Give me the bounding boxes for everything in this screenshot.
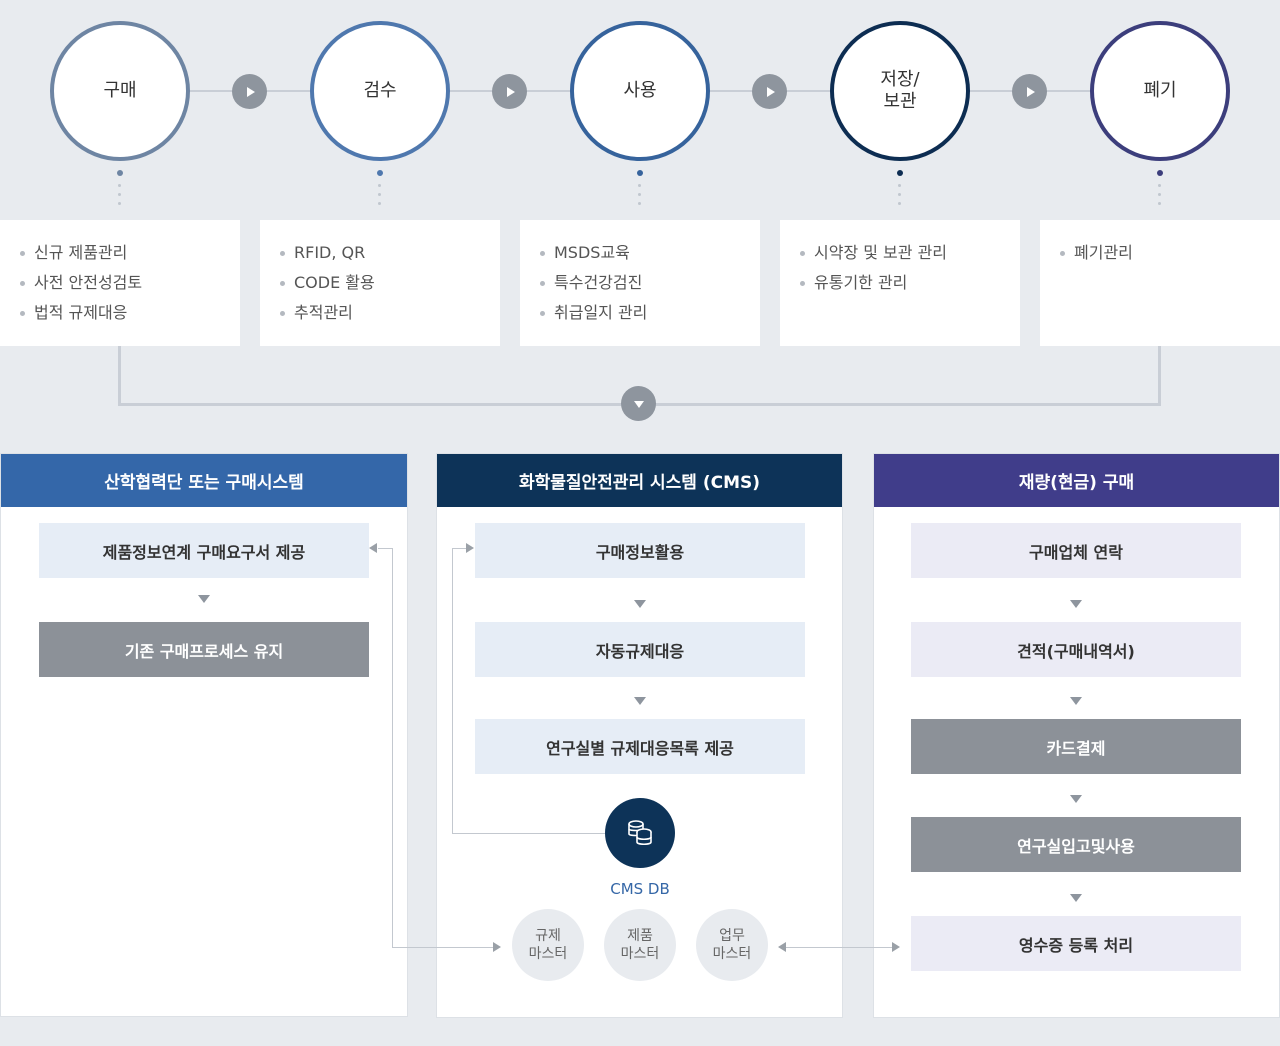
panel-title: 재량(현금) 구매 [874,454,1279,507]
down-arrow-icon [1070,795,1082,803]
right-arrow-icon [493,942,501,952]
down-arrow-icon [634,600,646,608]
stage-disposal: 폐기 [1090,21,1230,161]
left-arrow-icon [369,543,377,553]
business-master: 업무 마스터 [696,909,768,981]
step-keep-existing-process: 기존 구매프로세스 유지 [39,622,369,677]
right-arrow-icon [466,543,474,553]
dotted-connector [637,170,643,210]
down-arrow-icon [621,386,656,421]
stage-detail-storage: 시약장 및 보관 관리 유통기한 관리 [780,220,1020,346]
dotted-connector [1157,170,1163,210]
step-lab-receipt-use: 연구실입고및사용 [911,817,1241,872]
dotted-connector [377,170,383,210]
merge-line-right [1158,346,1161,406]
stage-detail-disposal: 폐기관리 [1040,220,1280,346]
list-item: 추적관리 [280,298,482,328]
play-arrow-icon [1012,74,1047,109]
stage-storage: 저장/ 보관 [830,21,970,161]
dotted-connector [897,170,903,210]
stage-inspection: 검수 [310,21,450,161]
step-lab-regulation-list: 연구실별 규제대응목록 제공 [475,719,805,774]
connector-line [452,833,605,834]
list-item: 신규 제품관리 [20,238,222,268]
down-arrow-icon [1070,697,1082,705]
list-item: 특수건강검진 [540,268,742,298]
step-product-info-request: 제품정보연계 구매요구서 제공 [39,523,369,578]
regulation-master: 규제 마스터 [512,909,584,981]
connector-line [452,548,467,549]
connector-line [452,548,453,834]
step-contact-vendor: 구매업체 연락 [911,523,1241,578]
list-item: 법적 규제대응 [20,298,222,328]
panel-title: 산학협력단 또는 구매시스템 [1,454,407,507]
list-item: CODE 활용 [280,268,482,298]
stage-purchase: 구매 [50,21,190,161]
product-master: 제품 마스터 [604,909,676,981]
down-arrow-icon [1070,894,1082,902]
list-item: 폐기관리 [1060,238,1262,268]
step-quote: 견적(구매내역서) [911,622,1241,677]
step-receipt-registration: 영수증 등록 처리 [911,916,1241,971]
step-purchase-info-use: 구매정보활용 [475,523,805,578]
down-arrow-icon [634,697,646,705]
step-card-payment: 카드결제 [911,719,1241,774]
list-item: 사전 안전성검토 [20,268,222,298]
list-item: MSDS교육 [540,238,742,268]
list-item: RFID, QR [280,238,482,268]
stage-use: 사용 [570,21,710,161]
connector-line [392,947,494,948]
down-arrow-icon [198,595,210,603]
connector-line [392,548,393,948]
left-arrow-icon [778,942,786,952]
merge-line-left [118,346,121,406]
down-arrow-icon [1070,600,1082,608]
step-auto-regulation: 자동규제대응 [475,622,805,677]
list-item: 유통기한 관리 [800,268,1002,298]
play-arrow-icon [752,74,787,109]
stage-detail-inspection: RFID, QR CODE 활용 추적관리 [260,220,500,346]
stage-detail-use: MSDS교육 특수건강검진 취급일지 관리 [520,220,760,346]
play-arrow-icon [232,74,267,109]
cms-db-label: CMS DB [610,880,670,898]
connector-line [378,548,393,549]
database-icon [605,798,675,868]
play-arrow-icon [492,74,527,109]
stage-detail-purchase: 신규 제품관리 사전 안전성검토 법적 규제대응 [0,220,240,346]
connector-line [786,947,893,948]
right-arrow-icon [892,942,900,952]
list-item: 시약장 및 보관 관리 [800,238,1002,268]
panel-title: 화학물질안전관리 시스템 (CMS) [437,454,842,507]
list-item: 취급일지 관리 [540,298,742,328]
dotted-connector [117,170,123,210]
